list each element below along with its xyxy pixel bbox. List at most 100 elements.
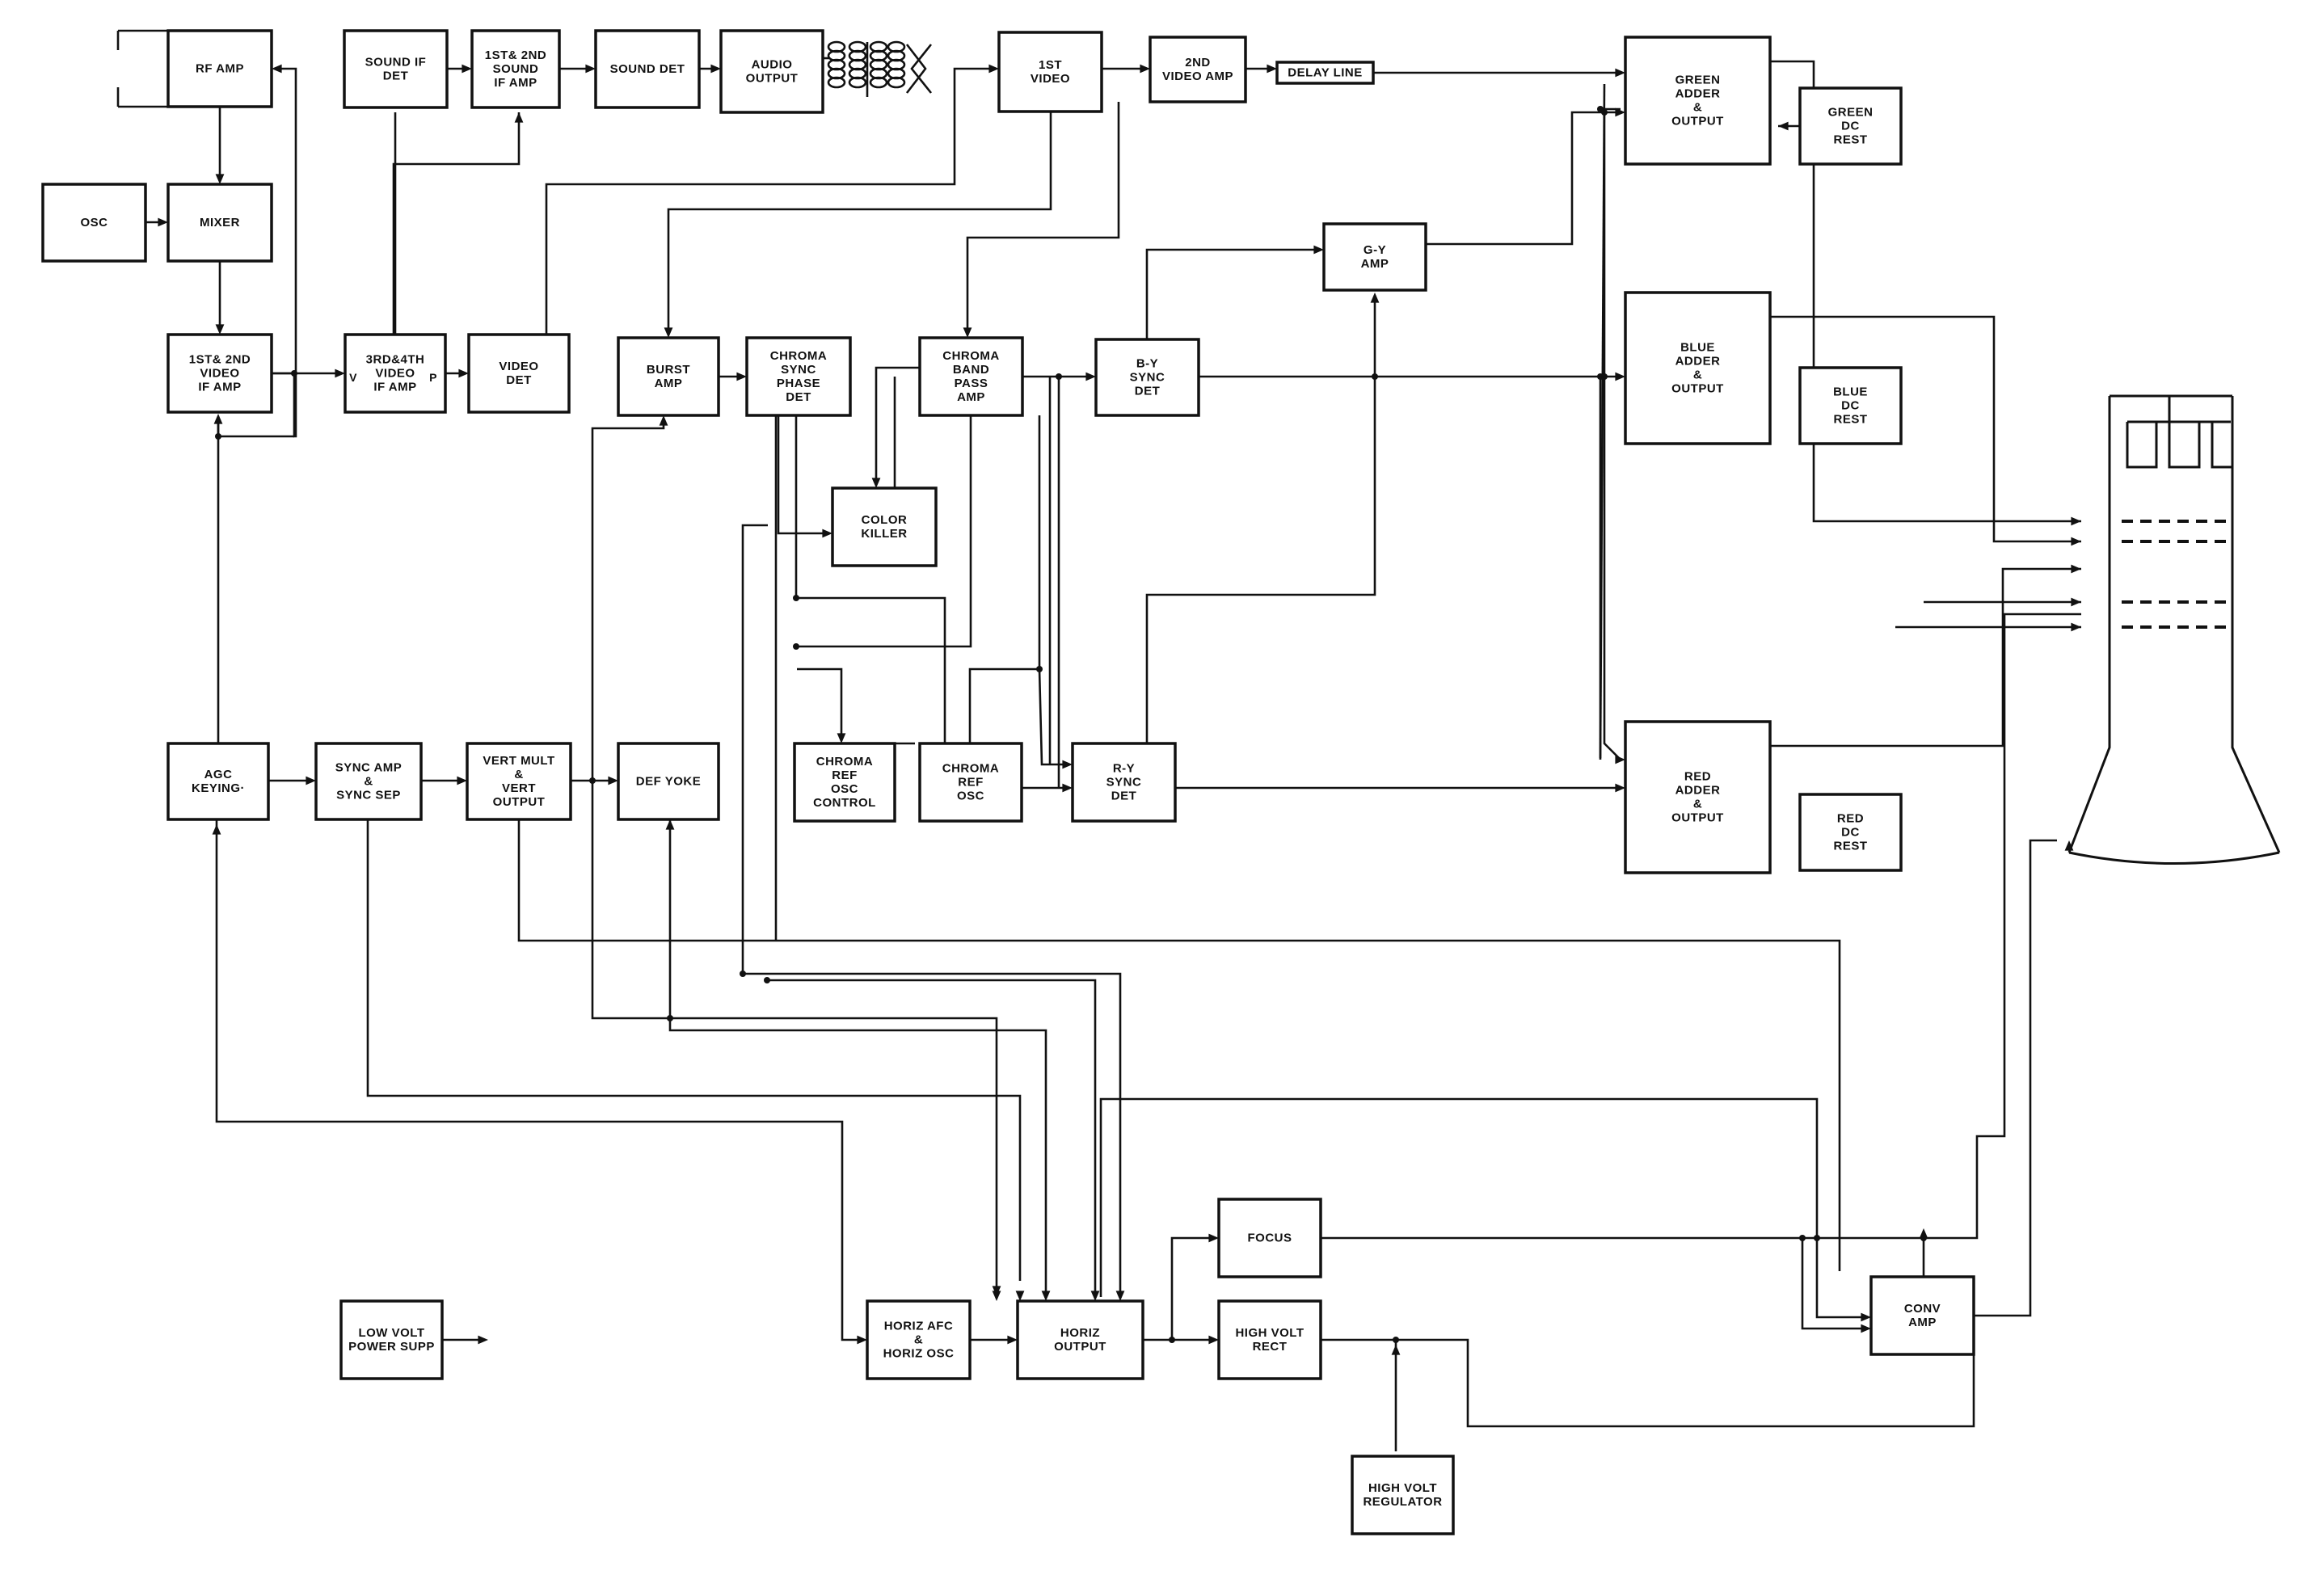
arrowhead-38 xyxy=(1090,1291,1100,1301)
if-amp-1-2-label-1: 1ST& 2ND xyxy=(189,352,251,366)
blue-dc-rest-box xyxy=(1798,366,1903,445)
sound-det-box xyxy=(594,29,701,109)
audio-output-label-1: AUDIO xyxy=(752,57,793,71)
blue-dc-rest-label-2: DC xyxy=(1841,398,1860,412)
green-dc-rest-box xyxy=(1798,86,1903,166)
signal-path-69 xyxy=(1321,613,2081,1240)
arrowhead-17 xyxy=(736,372,747,381)
arrowhead-52 xyxy=(2071,564,2081,574)
gy-amp-label-1: G-Y xyxy=(1364,243,1386,257)
arrowhead-37 xyxy=(1041,1291,1051,1301)
chroma-ref-osc-label-2: REF xyxy=(958,775,984,789)
sound-det-block: SOUND DET xyxy=(594,29,701,109)
blue-adder-label-4: OUTPUT xyxy=(1671,381,1724,395)
low-volt-power-supp-label-1: LOW VOLT xyxy=(358,1326,424,1340)
low-volt-power-supp-box xyxy=(339,1299,444,1380)
arrowhead-50 xyxy=(2071,516,2081,526)
video-det-label-2: DET xyxy=(506,373,532,387)
conv-amp-label-2: AMP xyxy=(1908,1316,1937,1329)
signal-path-33 xyxy=(1603,112,1621,760)
signal-path-13 xyxy=(392,112,521,335)
arrowhead-23 xyxy=(1615,783,1625,793)
arrowhead-30 xyxy=(1062,760,1073,769)
signal-path-65 xyxy=(215,819,862,1341)
chroma-sync-phase-det-label-4: DET xyxy=(786,390,811,404)
arrowhead-29 xyxy=(1062,783,1073,793)
if-amp-3-4-label-2: VIDEO xyxy=(375,366,415,380)
arrowhead-11 xyxy=(710,64,721,74)
signal-path-68 xyxy=(1170,1236,1214,1340)
arrowhead-9 xyxy=(462,64,472,74)
audio-output-box xyxy=(719,29,824,114)
arrowhead-8 xyxy=(514,112,524,123)
arrowhead-39 xyxy=(1115,1291,1125,1301)
horiz-output-box xyxy=(1016,1299,1144,1380)
sound-if-det-label-1: SOUND IF xyxy=(365,55,427,69)
arrowhead-3 xyxy=(215,324,225,335)
sound-det-label-1: SOUND DET xyxy=(610,62,685,76)
signal-path-10 xyxy=(272,67,297,438)
signal-path-32 xyxy=(1145,295,1376,743)
signal-path-28 xyxy=(1145,248,1319,339)
arrowhead-58 xyxy=(992,1286,1001,1296)
low-volt-power-supp-label-2: POWER SUPP xyxy=(348,1340,435,1354)
focus-block: FOCUS xyxy=(1217,1198,1322,1278)
def-yoke-block: DEF YOKE xyxy=(617,742,720,821)
arrowhead-57 xyxy=(1391,1345,1401,1355)
signal-path-61 xyxy=(668,819,1047,1296)
red-adder-label-4: OUTPUT xyxy=(1671,811,1724,824)
high-volt-rect-label-2: RECT xyxy=(1253,1340,1288,1354)
junction-dot-17 xyxy=(1920,1235,1927,1241)
junction-dot-16 xyxy=(1799,1235,1806,1241)
arrowhead-22 xyxy=(1615,372,1625,381)
blue-adder-box xyxy=(1624,291,1772,445)
signal-path-59 xyxy=(591,420,665,781)
pin-label-p: P xyxy=(429,371,437,384)
green-adder-box xyxy=(1624,36,1772,166)
rf-amp-box xyxy=(166,29,273,108)
by-sync-det-label-1: B-Y xyxy=(1136,356,1158,370)
signal-path-46 xyxy=(796,415,972,648)
vert-mult-output-label-3: VERT xyxy=(502,781,536,795)
red-dc-rest-box xyxy=(1798,793,1903,872)
color-killer-box xyxy=(831,486,938,567)
blue-adder-label-1: BLUE xyxy=(1680,340,1715,354)
agc-label-2: KEYING· xyxy=(192,781,245,795)
delay-line-block: DELAY LINE xyxy=(1275,61,1375,85)
arrowhead-4 xyxy=(335,368,345,378)
arrowhead-2 xyxy=(158,217,168,227)
arrowhead-16 xyxy=(963,327,972,338)
color-killer-label-1: COLOR xyxy=(862,513,908,527)
green-adder-label-4: OUTPUT xyxy=(1671,114,1724,128)
signal-path-57 xyxy=(366,819,1022,1281)
red-dc-rest-label-2: DC xyxy=(1841,825,1860,839)
red-adder-label-3: & xyxy=(1693,797,1702,811)
arrowhead-35 xyxy=(665,819,675,830)
blue-adder-label-2: ADDER xyxy=(1675,354,1721,368)
green-adder-label-3: & xyxy=(1693,100,1702,114)
sound-if-amp-box xyxy=(470,29,561,109)
signal-path-18 xyxy=(545,67,994,335)
signal-path-39 xyxy=(1770,567,2081,747)
blue-dc-rest-label-3: REST xyxy=(1833,412,1867,426)
junction-dot-12 xyxy=(740,971,746,977)
signal-path-47 xyxy=(797,667,843,739)
arrowhead-15 xyxy=(664,327,673,338)
ry-sync-det-label-3: DET xyxy=(1111,789,1137,802)
audio-transformer-icon xyxy=(823,40,933,97)
chroma-sync-phase-det-label-3: PHASE xyxy=(777,377,820,390)
